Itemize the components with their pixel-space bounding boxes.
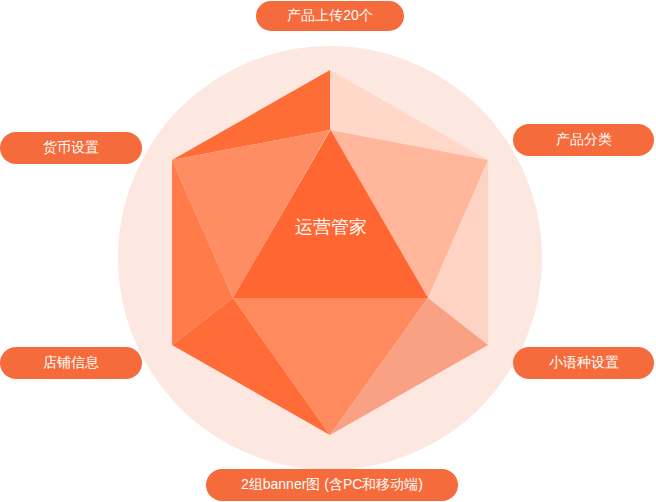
pill-label: 店铺信息: [43, 354, 99, 372]
feature-pill: 产品分类: [513, 124, 654, 156]
feature-pill: 产品上传20个: [256, 1, 404, 31]
pill-label: 产品上传20个: [287, 7, 373, 25]
feature-pill: 店铺信息: [0, 347, 142, 379]
pill-label: 货币设置: [43, 139, 99, 157]
pill-label: 2组banner图 (含PC和移动端): [241, 476, 423, 494]
background-circle: [118, 46, 542, 470]
pill-label: 产品分类: [556, 131, 612, 149]
pill-label: 小语种设置: [549, 354, 619, 372]
triangle-shape: [233, 130, 428, 298]
feature-pill: 小语种设置: [513, 347, 654, 379]
feature-pill: 2组banner图 (含PC和移动端): [206, 469, 458, 501]
hexagon-facets: [172, 70, 488, 435]
triangle-outline: [233, 130, 428, 298]
facet: [330, 298, 488, 435]
center-title: 运营管家: [233, 215, 428, 239]
center-triangle: 运营管家: [233, 130, 428, 298]
feature-pill: 货币设置: [0, 132, 142, 164]
